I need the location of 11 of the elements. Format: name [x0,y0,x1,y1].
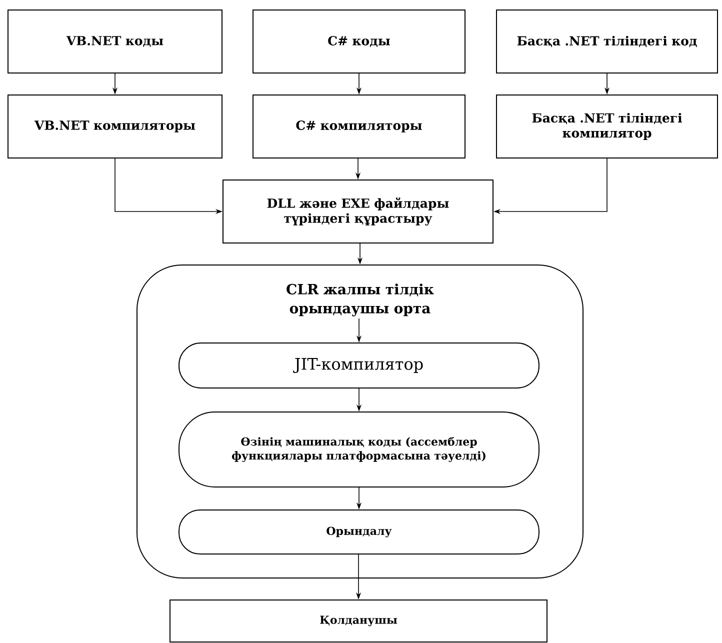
process-box: VB.NET коды [8,10,222,74]
rounded-box: Өзінің машиналық коды (ассемблер функциялары платформасына тәуелді) [178,412,540,488]
process-box: C# коды [252,10,466,74]
process-box: DLL және EXE файлдары түріндегі құрастыру [222,180,494,244]
process-box: Басқа .NET тіліндегі код [496,10,718,74]
rounded-box: JIT-компилятор [178,342,540,388]
process-box: VB.NET компиляторы [8,94,222,158]
process-box: C# компиляторы [252,94,466,158]
rounded-box: Орындалу [178,510,540,554]
process-box: Қолданушы [170,600,548,642]
process-box: Басқа .NET тіліндегі компилятор [496,94,718,158]
